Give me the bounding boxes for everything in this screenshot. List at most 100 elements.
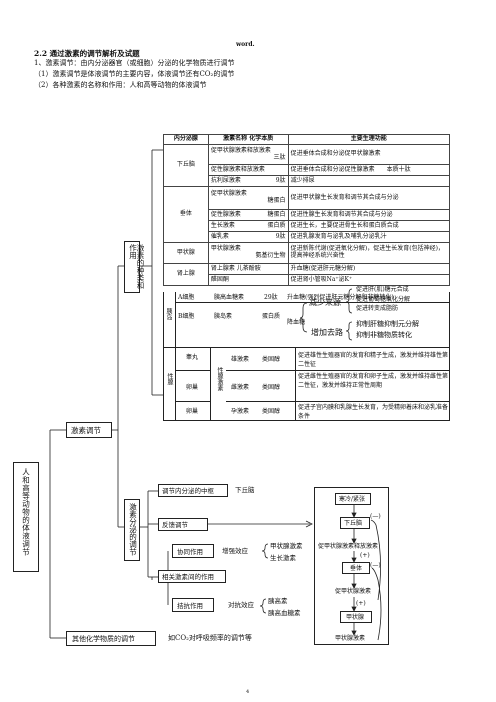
page-number: 4 [246,689,250,695]
mode-label: 激素分泌的调节 [128,503,138,556]
table-row: 垂体 促甲状腺激素糖蛋白 促进甲状腺生长发育和调节其合成与分泌 [163,186,451,243]
center-value: 下丘脑 [235,486,255,494]
plus-sign: (+) [360,552,370,559]
hormone-function: 促进雄性生殖器官的发育和精子生成，激发并维持雄性第二性征 [298,352,449,368]
path-item: 抑制非糖物质转化 [356,331,412,339]
divider [226,370,450,371]
hormone-nature: 儿茶酚胺 [236,264,261,272]
hormone-name: 抗利尿激素 [210,176,241,184]
hormone-name: 生长激素 [210,221,235,229]
hormone-name: 雄激素 [231,356,250,363]
flow-label: 甲状腺激素 [335,635,366,642]
divider [175,370,210,371]
table-row: 生长激素蛋白质 促进生长，主要促进骨生长和蛋白质合成 [164,220,451,232]
source-item: 促进葡萄糖氧化分解 [356,296,411,303]
flow-label: 促甲状腺激素 [335,588,372,595]
minus-sign: (—) [370,513,381,520]
other-label: 其他化学物质的调节 [72,635,135,643]
flow-node: 寒冷/紧张 [335,493,371,505]
gland-cell: 性腺 [166,373,173,385]
divider [226,401,450,402]
table-row: 醛固酮 促进肾小管吸Na⁺泌K⁺ [164,274,451,286]
table-row: 肾上腺 肾上腺素 儿茶酚胺 升血糖(促进肝元糖分解) [163,263,451,286]
hormone-nature: 蛋白质 [267,221,286,229]
flow-node: 下丘脑 [340,517,370,529]
source-item: 促进肝(肌)糖元合成 [356,286,409,293]
hormone-nature: 糖蛋白 [267,210,286,218]
hormone-nature: 类固醇 [262,384,281,391]
synergy-label: 协同作用 [177,548,203,556]
hormone-nature: 糖蛋白 [267,197,286,204]
hormone-name: 胰高血糖素 [214,294,245,301]
intro-line-1: 1、激素调节：由内分泌器官（或细胞）分泌的化学物质进行调节 [34,59,235,67]
flow-label: 促甲状腺激素释放激素 [318,543,379,550]
hormone-function: 促进雌性生殖器官的发育和卵子生成，激发并维持雌性第二性征，激发并维持正常性周期 [298,373,449,389]
antagonism-label: 拮抗作用 [177,602,203,610]
plus-sign: (+) [356,600,366,607]
divider [175,401,210,402]
divider [295,348,296,421]
feedback-label: 反馈调节 [162,521,188,529]
flow-node: 甲状腺 [340,611,372,623]
feedback-box: 反馈调节 [158,518,208,531]
root-box: 人和高等动物的体液调节 [13,462,39,572]
other-box: 其他化学物质的调节 [66,631,156,646]
center-box: 调节内分泌的中枢 [158,484,228,497]
antagonism-box: 拮抗作用 [172,598,214,612]
section-title: 2.2 通过激素的调节解析及试题 [34,49,140,58]
hormone-name: 孕激素 [231,408,250,415]
synergy-effect: 增强效应 [222,547,248,555]
header-word: word. [236,41,255,48]
source-label: 减少来源 [309,298,341,307]
other-description: 如CO₂对呼吸频率的调节等 [168,634,252,642]
hormone-nature: 蛋白质 [262,313,281,320]
center-label: 调节内分泌的中枢 [162,487,214,495]
table-row: 下丘脑 促甲状腺激素释放激素三肽 促进垂体合成和分泌促甲状腺激素 [163,144,451,187]
synergy-item: 生长激素 [270,554,296,562]
divider [175,292,176,348]
synergy-item: 甲状腺激素 [270,542,303,550]
hormone-function: 促进肾小管吸Na⁺泌K⁺ [287,274,451,286]
mode-box: 激素分泌的调节 [124,499,140,561]
related-label: 相关激素间的作用 [162,573,214,581]
organ-label: 卵巢 [186,384,199,391]
hormone-reg-box: 激素调节 [66,422,112,438]
gland-cell: 肾上腺 [163,263,209,286]
organ-label: 睾丸 [186,354,199,361]
intro-line-2: （1）激素调节是体液调节的主要内容，体液调节还有CO₂的调节 [34,70,235,78]
hormone-nature: 三肽 [273,153,286,161]
types-label: 激素的种类和作用 [128,244,146,289]
organ-label: 卵巢 [186,408,199,415]
minus-sign: (—) [370,562,381,569]
source-item: 促进转变成脂肪 [356,305,399,312]
path-item: 抑制肝糖抑制元分解 [356,320,419,328]
hormone-name: 促性腺激素 [210,210,241,218]
divider [175,348,176,421]
hormone-name: 醛固酮 [207,274,289,286]
gland-cell: 下丘脑 [163,144,209,187]
divider [175,302,450,303]
flow-label: 寒冷/紧张 [339,496,366,503]
hormone-nature: 氨基衍生物 [255,252,286,259]
cell-type: A细胞 [178,294,195,301]
hormone-name: 催乳素 [210,232,229,240]
flow-label: 垂体 [350,565,363,572]
path-label: 增加去路 [311,328,343,337]
root-label: 人和高等动物的体液调节 [21,468,31,556]
hormone-function: 促进甲状腺生长发育和调节其合成与分泌 [287,186,451,210]
hormone-name: 甲状腺激素 [210,245,241,253]
divider [210,348,211,421]
gonad-nature-label: 性腺激素 [216,367,223,391]
antagonism-effect: 对抗效应 [228,601,254,609]
intro-line-3: （2）各种激素的名称和作用：人和高等动物的体液调节 [34,81,207,89]
gland-cell: 垂体 [163,186,209,243]
flow-label: 甲状腺 [346,614,365,621]
lower-label: 降血糖 [287,319,306,326]
hormone-function: 促进子宫内膜和乳腺生长发育，为受精卵着床和泌乳准备条件 [298,404,449,420]
